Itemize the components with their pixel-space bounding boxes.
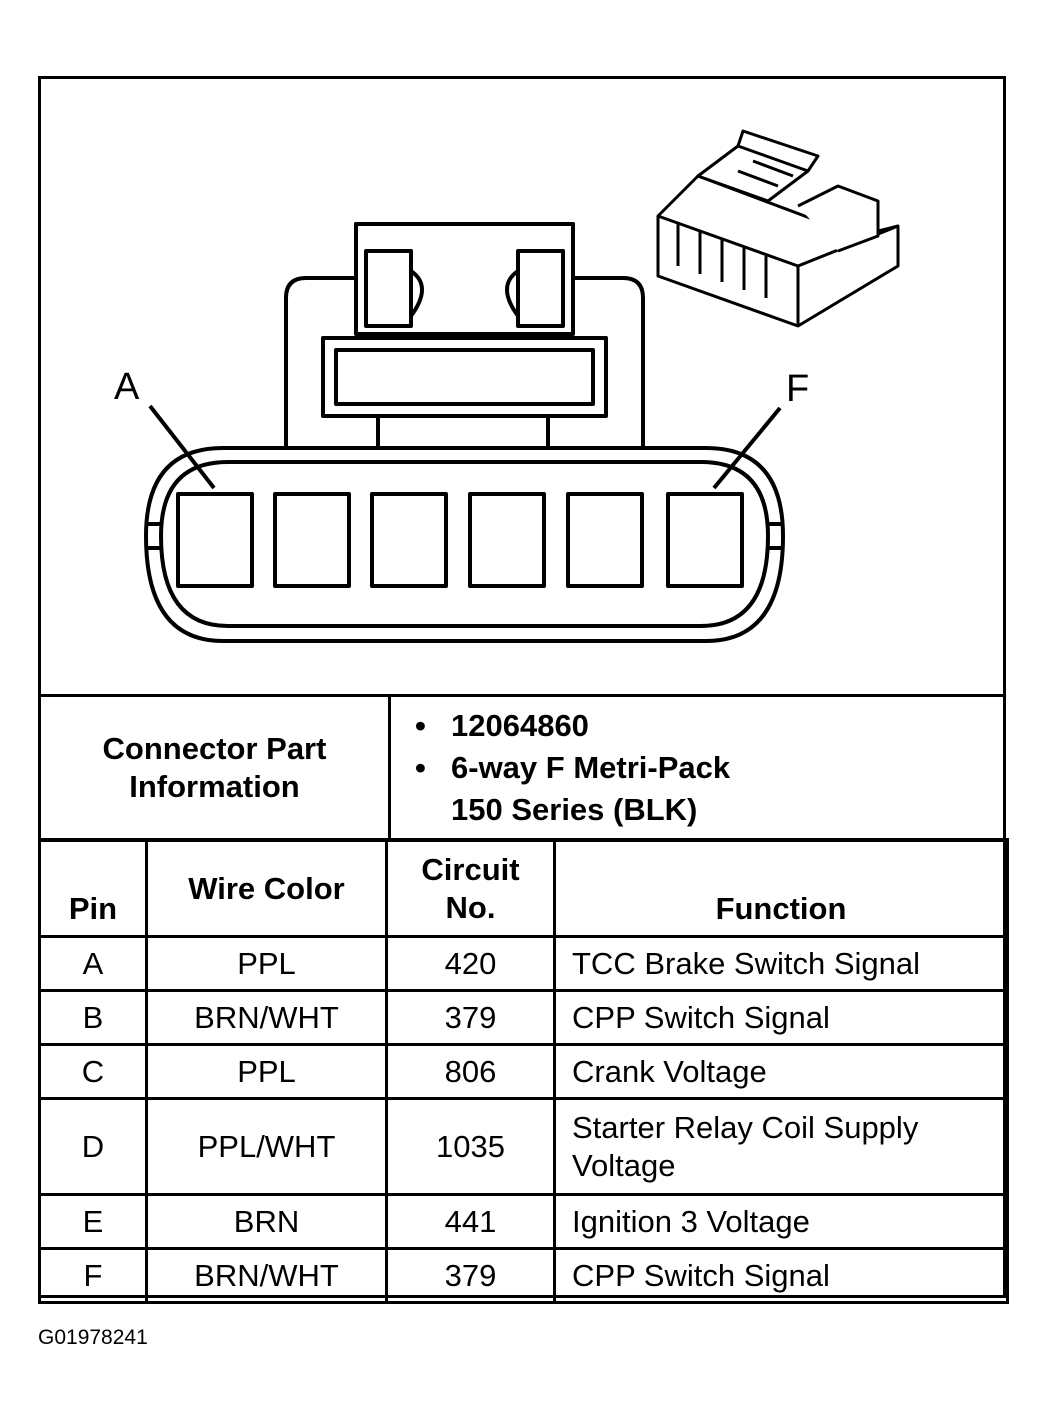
pin-label-f: F: [786, 368, 810, 410]
pin-cell: E: [38, 1193, 148, 1250]
function-cell: CPP Switch Signal: [553, 1247, 1009, 1304]
pin-assignment-table: Pin Wire Color Circuit No. Function A PP…: [38, 838, 1009, 1304]
connector-info-label-line1: Connector Part: [102, 731, 327, 766]
circuit-cell: 379: [385, 1247, 556, 1304]
connector-description-line1: 6-way F Metri-Pack: [451, 750, 731, 785]
header-wire-color-text: Wire Color: [188, 870, 345, 906]
table-row: D PPL/WHT 1035 Starter Relay Coil Supply…: [38, 1097, 1009, 1196]
connector-part-information-value: • 12064860 • 6-way F Metri-Pack 150 Seri…: [388, 694, 1006, 842]
pin-cell: F: [38, 1247, 148, 1304]
header-pin: Pin: [38, 838, 148, 938]
connector-part-information-label: Connector Part Information: [38, 694, 391, 842]
pin-cell: D: [38, 1097, 148, 1196]
pin-cell: A: [38, 935, 148, 992]
circuit-cell: 379: [385, 989, 556, 1046]
table-row: F BRN/WHT 379 CPP Switch Signal: [38, 1247, 1009, 1304]
pin-cell: C: [38, 1043, 148, 1100]
wire-color-cell: PPL: [145, 935, 388, 992]
table-row: B BRN/WHT 379 CPP Switch Signal: [38, 989, 1009, 1046]
header-circuit-line1: Circuit: [421, 851, 520, 887]
circuit-cell: 1035: [385, 1097, 556, 1196]
wire-color-cell: BRN/WHT: [145, 989, 388, 1046]
bullet-icon: •: [415, 708, 426, 743]
pin-label-a: A: [114, 366, 140, 408]
wire-color-cell: PPL: [145, 1043, 388, 1100]
header-circuit-no: Circuit No.: [385, 838, 556, 938]
table-row: A PPL 420 TCC Brake Switch Signal: [38, 935, 1009, 992]
connector-part-information: Connector Part Information • 12064860 • …: [38, 694, 1006, 842]
connector-diagram: A F: [38, 76, 1006, 696]
connector-face-drawing: [144, 129, 900, 643]
function-cell: Starter Relay Coil Supply Voltage: [553, 1097, 1009, 1196]
wire-color-cell: BRN/WHT: [145, 1247, 388, 1304]
circuit-cell: 441: [385, 1193, 556, 1250]
connector-description-line2: 150 Series (BLK): [451, 792, 698, 827]
wire-color-cell: PPL/WHT: [145, 1097, 388, 1196]
function-cell: CPP Switch Signal: [553, 989, 1009, 1046]
function-cell: TCC Brake Switch Signal: [553, 935, 1009, 992]
function-cell: Ignition 3 Voltage: [553, 1193, 1009, 1250]
part-number: 12064860: [451, 708, 589, 743]
pin-cell: B: [38, 989, 148, 1046]
wire-color-cell: BRN: [145, 1193, 388, 1250]
connector-perspective-icon: [656, 129, 900, 328]
header-circuit-line2: No.: [445, 889, 496, 925]
header-wire-color: Wire Color: [145, 838, 388, 938]
circuit-cell: 806: [385, 1043, 556, 1100]
table-row: C PPL 806 Crank Voltage: [38, 1043, 1009, 1100]
table-row: E BRN 441 Ignition 3 Voltage: [38, 1193, 1009, 1250]
function-cell: Crank Voltage: [553, 1043, 1009, 1100]
bullet-icon: •: [415, 750, 426, 785]
header-function: Function: [553, 838, 1009, 938]
circuit-cell: 420: [385, 935, 556, 992]
figure-id: G01978241: [38, 1326, 148, 1349]
connector-info-label-line2: Information: [129, 769, 300, 804]
